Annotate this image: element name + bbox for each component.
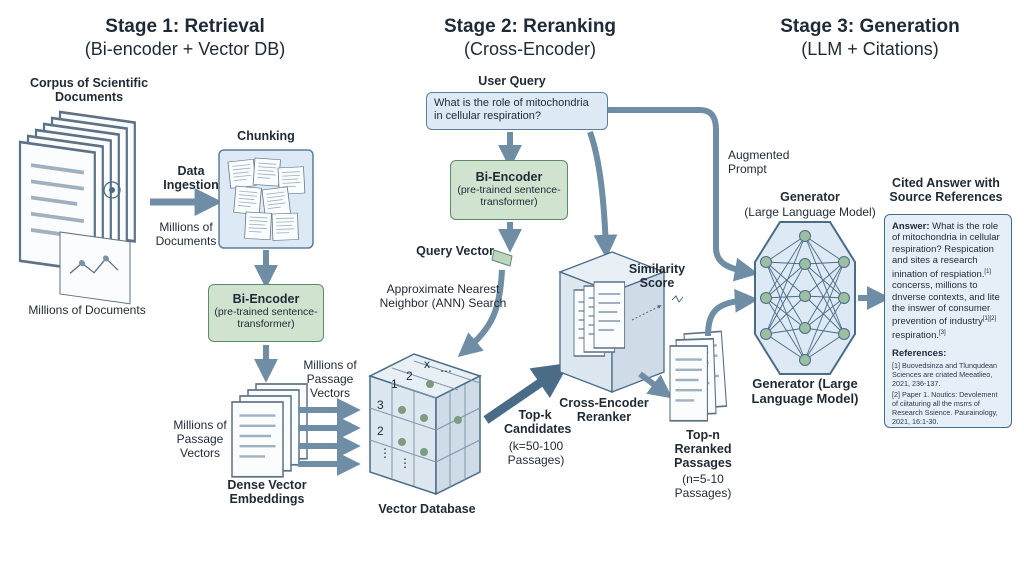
user-query-label: User Query [478,74,546,88]
corpus-document-stack [18,110,137,305]
stage-1-header: Stage 1: Retrieval (Bi-encoder + Vector … [80,16,290,60]
cube-mark: ⋮ [379,446,391,460]
topn-passages-stack [668,330,728,422]
stage1-biencoder-subtitle: (pre-trained sentence-transformer) [214,306,318,330]
query-vector-icon [491,249,513,267]
generator-neural-network [754,221,856,375]
stage-1-title: Stage 1: Retrieval [105,16,265,37]
reference-item: [2] Paper 1. Noutics: Devolement of ciit… [892,389,998,426]
answer-citation: [1] [984,268,992,275]
stage-3-header: Stage 3: Generation (LLM + Citations) [770,16,970,60]
topn-title: Top-n Reranked Passages [674,428,732,470]
cube-mark: 2 [406,369,413,383]
passage-vectors-right-label: Millions of Passage Vectors [303,358,357,400]
cube-mark: 3 [377,398,384,412]
stage-2-subtitle: (Cross-Encoder) [463,39,597,59]
reranker-stack [558,251,684,393]
passage-vector-arrows [298,398,361,476]
cube-mark: ⋯ [440,364,452,378]
passage-vectors-left-label: Millions of Passage Vectors [173,418,227,460]
answer-text: respiration. [892,330,939,342]
vector-database-cube [368,353,482,496]
answer-citation: [1][2] [982,316,997,323]
corpus-caption: Millions of Documents [28,303,146,317]
cited-answer-card: Answer: What is the role of mitochondria… [884,214,1012,428]
ingestion-caption: Millions of Documents [155,220,217,248]
query-vector-label: Query Vector [416,244,494,258]
user-query-box: What is the role of mitochondria in cell… [426,92,608,130]
similarity-score-label: Similarity Score [628,262,686,290]
augmented-prompt-label: Augmented Prompt [728,148,790,176]
answer-text: What is the role of mitochondria in cell… [892,221,1000,280]
stage-3-title: Stage 3: Generation [780,16,960,37]
generator-bottom-label: Generator (Large Language Model) [751,376,859,406]
stage-2-header: Stage 2: Reranking (Cross-Encoder) [430,16,630,60]
topk-title: Top-k Candidates [504,408,572,436]
ann-search-label: Approximate Nearest Neighbor (ANN) Searc… [379,282,507,310]
stage-1-subtitle: (Bi-encoder + Vector DB) [84,39,286,59]
answer-label: Answer: [892,221,930,232]
stage-2-title: Stage 2: Reranking [443,16,617,37]
ingestion-label: Data Ingestion [163,164,219,192]
generator-top-subtitle: (Large Language Model) [744,205,876,219]
stage-3-subtitle: (LLM + Citations) [801,39,939,59]
query-to-reranker-arrow [587,130,618,259]
cube-mark: 1 [391,377,398,391]
reranker-label: Cross-Encoder Reranker [559,396,649,424]
topn-subtitle: (n=5-10 Passages) [674,472,732,500]
cube-mark: 2 [377,424,384,438]
dense-embeddings-label: Dense Vector Embeddings [227,478,307,506]
cited-answer-title: Cited Answer with Source References [889,176,1003,204]
stage2-biencoder-title: Bi-Encoder [475,170,543,184]
reranker-to-topn-arrow [638,371,673,399]
topk-subtitle: (k=50-100 Passages) [507,439,565,467]
augmented-prompt-arrow [608,107,759,282]
stage2-biencoder-box: Bi-Encoder (pre-trained sentence-transfo… [450,160,568,220]
answer-text: concerss, millions to dnverse contexts, … [892,280,1000,328]
chunking-label: Chunking [237,129,295,143]
generator-top-title: Generator [780,190,840,204]
reference-item: [1] Buovedsinza and Tlunqudean Sciences … [892,360,997,388]
corpus-title: Corpus of Scientific Documents [29,76,149,104]
stage1-biencoder-title: Bi-Encoder [232,292,300,306]
stage2-biencoder-subtitle: (pre-trained sentence-transformer) [457,184,561,208]
references-label: References: [892,347,947,359]
stage1-biencoder-box: Bi-Encoder (pre-trained sentence-transfo… [208,284,324,342]
answer-citation: [3] [939,329,946,336]
vector-database-label: Vector Database [378,502,476,516]
cube-mark: ⋮ [399,456,411,470]
answer-body: Answer: What is the role of mitochondria… [892,221,1004,342]
topk-arrow [483,362,570,424]
cube-mark: x [424,357,430,371]
ann-search-arrow [457,269,505,357]
topn-to-generator-arrow [705,288,759,337]
